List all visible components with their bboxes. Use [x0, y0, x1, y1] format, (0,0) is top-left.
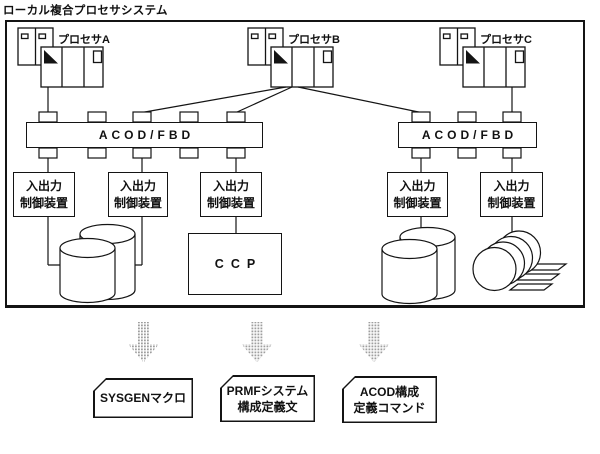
card-acod-command: ACOD構成 定義コマンド: [342, 376, 437, 423]
halftone-down-arrow-icon: [241, 322, 273, 363]
bus-left-tabs: [38, 111, 246, 159]
card-sysgen-macro: SYSGENマクロ: [93, 378, 193, 418]
ccp-box: CCP: [188, 233, 282, 295]
connector-lines: [47, 86, 513, 114]
system-boundary-box: [5, 20, 585, 308]
io-controller-label-line2: 制御装置: [393, 195, 442, 210]
figure-title: ローカル複合プロセサシステム: [3, 5, 168, 17]
processor-b-label: プロセサB: [288, 34, 340, 46]
io-controller-label-line2: 制御装置: [19, 195, 68, 210]
io-controller-box: 入出力 制御装置: [480, 172, 543, 217]
card-prmf-line1: PRMFシステム: [226, 383, 309, 398]
card-acod-line1: ACOD構成: [359, 384, 420, 399]
io-controller-label-line2: 制御装置: [487, 195, 536, 210]
bus-right-box: ACOD/FBD: [398, 122, 537, 148]
io-controller-box: 入出力 制御装置: [13, 172, 75, 217]
halftone-down-arrow-icon: [128, 322, 159, 363]
io-controller-label-line2: 制御装置: [113, 195, 162, 210]
io-controller-label-line1: 入出力: [25, 178, 62, 193]
disk-pack-icon: [472, 230, 568, 292]
disk-stack-icon: [59, 223, 136, 304]
io-controller-label-line2: 制御装置: [206, 195, 255, 210]
io-controller-label-line1: 入出力: [119, 178, 156, 193]
io-controller-box: 入出力 制御装置: [387, 172, 448, 217]
io-controller-box: 入出力 制御装置: [200, 172, 262, 217]
processor-c-label: プロセサC: [480, 34, 532, 46]
card-prmf-definition: PRMFシステム 構成定義文: [220, 375, 315, 422]
bus-left-box: ACOD/FBD: [26, 122, 263, 148]
bus-right-tabs: [411, 111, 522, 159]
halftone-down-arrow-icon: [358, 322, 390, 363]
card-prmf-line2: 構成定義文: [237, 399, 298, 414]
bus-io-connectors: [47, 158, 513, 172]
disk-stack-icon: [381, 226, 456, 305]
io-controller-label-line1: 入出力: [212, 178, 249, 193]
card-acod-line2: 定義コマンド: [353, 400, 426, 415]
io-controller-label-line1: 入出力: [399, 178, 436, 193]
processor-a-label: プロセサA: [58, 34, 110, 46]
io-controller-label-line1: 入出力: [493, 178, 530, 193]
card-sysgen-line1: SYSGENマクロ: [99, 391, 187, 405]
io-controller-box: 入出力 制御装置: [108, 172, 168, 217]
